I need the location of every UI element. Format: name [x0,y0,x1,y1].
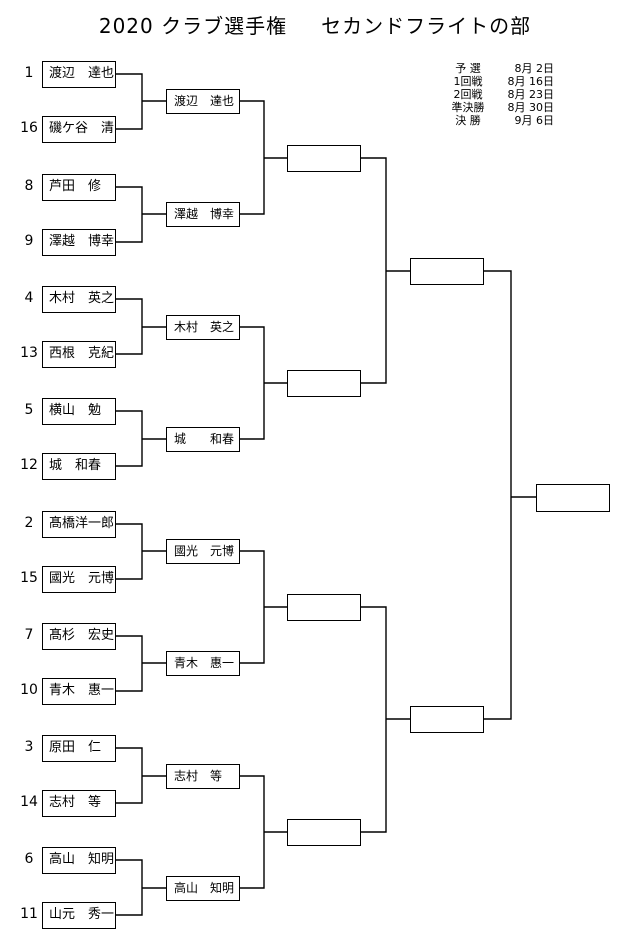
quarterfinal-box [287,145,361,172]
page-title: 2020 クラブ選手権 セカンドフライトの部 [0,10,630,39]
seed-number: 13 [20,345,38,361]
bracket-connector [116,298,166,355]
player-box: 芦田 修 [42,174,116,201]
schedule-row: 決 勝 9月 6日 [446,114,554,127]
seed-number: 3 [24,739,34,755]
player-box: 國光 元博 [42,566,116,593]
player-box: 西根 克紀 [42,341,116,368]
title-year: 2020 [98,14,154,38]
quarterfinal-box [287,819,361,846]
winner-box: 青木 惠一 [166,651,240,676]
semifinal-box [410,258,484,285]
player-box: 青木 惠一 [42,678,116,705]
schedule-table: 予 選 8月 2日 1回戦 8月 16日 2回戦 8月 23日 準決勝 8月 30日 決… [446,62,555,127]
schedule-stage: 予 選 [455,62,481,75]
player-box: 横山 勉 [42,398,116,425]
winner-box: 志村 等 [166,764,240,789]
schedule-stage: 2回戦 [453,88,483,101]
player-box: 澤越 博幸 [42,229,116,256]
bracket-connector [116,186,166,243]
bracket-connector [116,410,166,467]
bracket-connector [116,523,166,580]
seed-number: 1 [24,65,34,81]
player-box: 渡辺 達也 [42,61,116,88]
bracket-connector [240,775,287,889]
schedule-date: 8月 16日 [507,75,555,88]
player-box: 原田 仁 [42,735,116,762]
seed-number: 7 [24,627,34,643]
schedule-row: 2回戦 8月 23日 [446,88,555,101]
quarterfinal-box [287,594,361,621]
player-box: 志村 等 [42,790,116,817]
player-box: 磯ケ谷 清 [42,116,116,143]
seed-number: 15 [20,570,38,586]
bracket-connector [484,270,536,720]
seed-number: 16 [20,120,38,136]
schedule-date: 8月 2日 [514,62,555,75]
bracket-connector [240,326,287,440]
champion-box [536,484,610,512]
winner-box: 國光 元博 [166,539,240,564]
bracket-connector [361,157,410,384]
seed-number: 6 [24,851,34,867]
schedule-stage: 決 勝 [455,114,481,127]
seed-number: 8 [24,178,34,194]
player-box: 高山 知明 [42,847,116,874]
schedule-stage: 1回戦 [453,75,483,88]
schedule-stage: 準決勝 [451,101,485,114]
player-box: 木村 英之 [42,286,116,313]
seed-number: 12 [20,457,38,473]
player-box: 髙橋洋一郎 [42,511,116,538]
seed-number: 5 [24,402,34,418]
bracket-connector [116,635,166,692]
seed-number: 9 [24,233,34,249]
schedule-row: 1回戦 8月 16日 [446,75,555,88]
seed-number: 10 [20,682,38,698]
seed-number: 4 [24,290,34,306]
winner-box: 高山 知明 [166,876,240,901]
bracket-connector [116,747,166,804]
seed-number: 14 [20,794,38,810]
winner-box: 渡辺 達也 [166,89,240,114]
schedule-date: 9月 6日 [514,114,555,127]
player-box: 髙杉 宏史 [42,623,116,650]
schedule-row: 準決勝 8月 30日 [446,101,555,114]
quarterfinal-box [287,370,361,397]
bracket-connector [116,859,166,916]
bracket-connector [240,100,287,215]
schedule-date: 8月 30日 [507,101,555,114]
bracket-connector [116,73,166,130]
winner-box: 城 和春 [166,427,240,452]
schedule-row: 予 選 8月 2日 [446,62,554,75]
bracket-connector [240,550,287,664]
title-event: クラブ選手権 [161,14,288,38]
winner-box: 澤越 博幸 [166,202,240,227]
player-box: 城 和春 [42,453,116,480]
bracket-connector [361,606,410,833]
seed-number: 2 [24,515,34,531]
seed-number: 11 [20,906,38,922]
title-division: セカンドフライトの部 [321,14,532,38]
semifinal-box [410,706,484,733]
player-box: 山元 秀一 [42,902,116,929]
winner-box: 木村 英之 [166,315,240,340]
schedule-date: 8月 23日 [507,88,555,101]
